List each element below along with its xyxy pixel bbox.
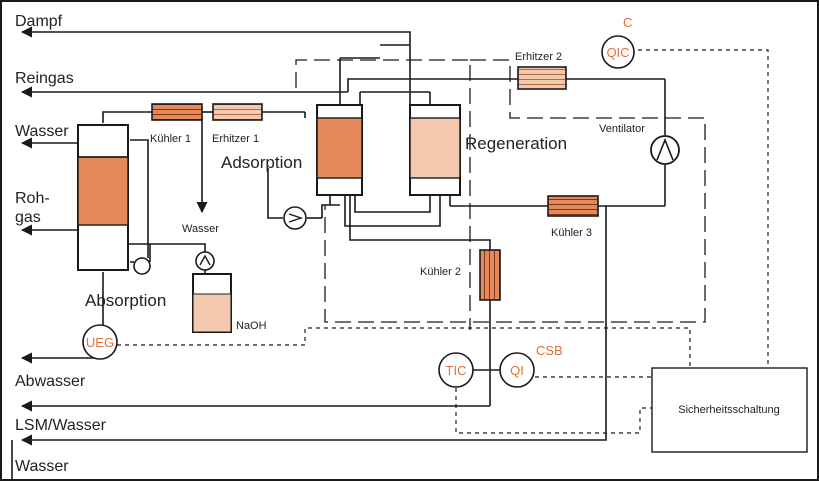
label-sicherheitsschaltung: Sicherheitsschaltung (678, 404, 780, 416)
label-regeneration: Regeneration (465, 134, 567, 153)
adsorption-column (316, 104, 363, 196)
qi-instrument (499, 352, 535, 388)
absorption-pump-icon (133, 257, 151, 275)
label-erhitzer-1: Erhitzer 1 (212, 133, 259, 145)
erhitzer-1 (212, 103, 263, 121)
stream-dampf: Dampf (15, 13, 63, 30)
ueg-label: UEG (86, 335, 114, 350)
adsorption-enclosure (295, 59, 706, 330)
kuehler-1 (151, 103, 203, 121)
stream-wasser-in: Wasser (15, 123, 69, 140)
process-lines (11, 26, 666, 481)
stream-lsm-wasser: LSM/Wasser (15, 417, 107, 434)
label-absorption: Absorption (85, 291, 166, 310)
qic-label: QIC (606, 45, 629, 60)
qi-tag: CSB (536, 343, 563, 358)
label-kuehler-1: Kühler 1 (150, 133, 191, 145)
stream-rohgas-2: gas (15, 209, 41, 226)
ventilator-icon (650, 135, 680, 165)
adsorption-pump-icon (283, 206, 307, 230)
stream-abwasser: Abwasser (15, 373, 86, 390)
signal-lines (117, 49, 769, 434)
label-adsorption: Adsorption (221, 153, 302, 172)
tic-label: TIC (446, 363, 467, 378)
kuehler-3 (547, 195, 599, 217)
qi-label: QI (510, 363, 524, 378)
label-naoh: NaOH (236, 320, 267, 332)
erhitzer-2 (517, 66, 567, 90)
label-kuehler-3: Kühler 3 (551, 227, 592, 239)
stream-wasser-out: Wasser (15, 458, 69, 475)
ueg-instrument (82, 324, 118, 360)
label-wasser-small: Wasser (182, 223, 219, 235)
stream-reingas: Reingas (15, 70, 74, 87)
tic-instrument (438, 352, 474, 388)
absorption-column (77, 124, 129, 271)
qic-tag: C (623, 15, 632, 30)
label-kuehler-2: Kühler 2 (420, 266, 461, 278)
regeneration-column (409, 104, 461, 196)
stream-rohgas-1: Roh- (15, 190, 50, 207)
qic-instrument (601, 35, 635, 69)
naoh-tank (192, 273, 232, 333)
sicherheitsschaltung-box (651, 367, 808, 453)
label-ventilator: Ventilator (599, 123, 645, 135)
naoh-pump-icon (195, 251, 215, 271)
label-erhitzer-2: Erhitzer 2 (515, 51, 562, 63)
kuehler-2 (479, 249, 501, 301)
